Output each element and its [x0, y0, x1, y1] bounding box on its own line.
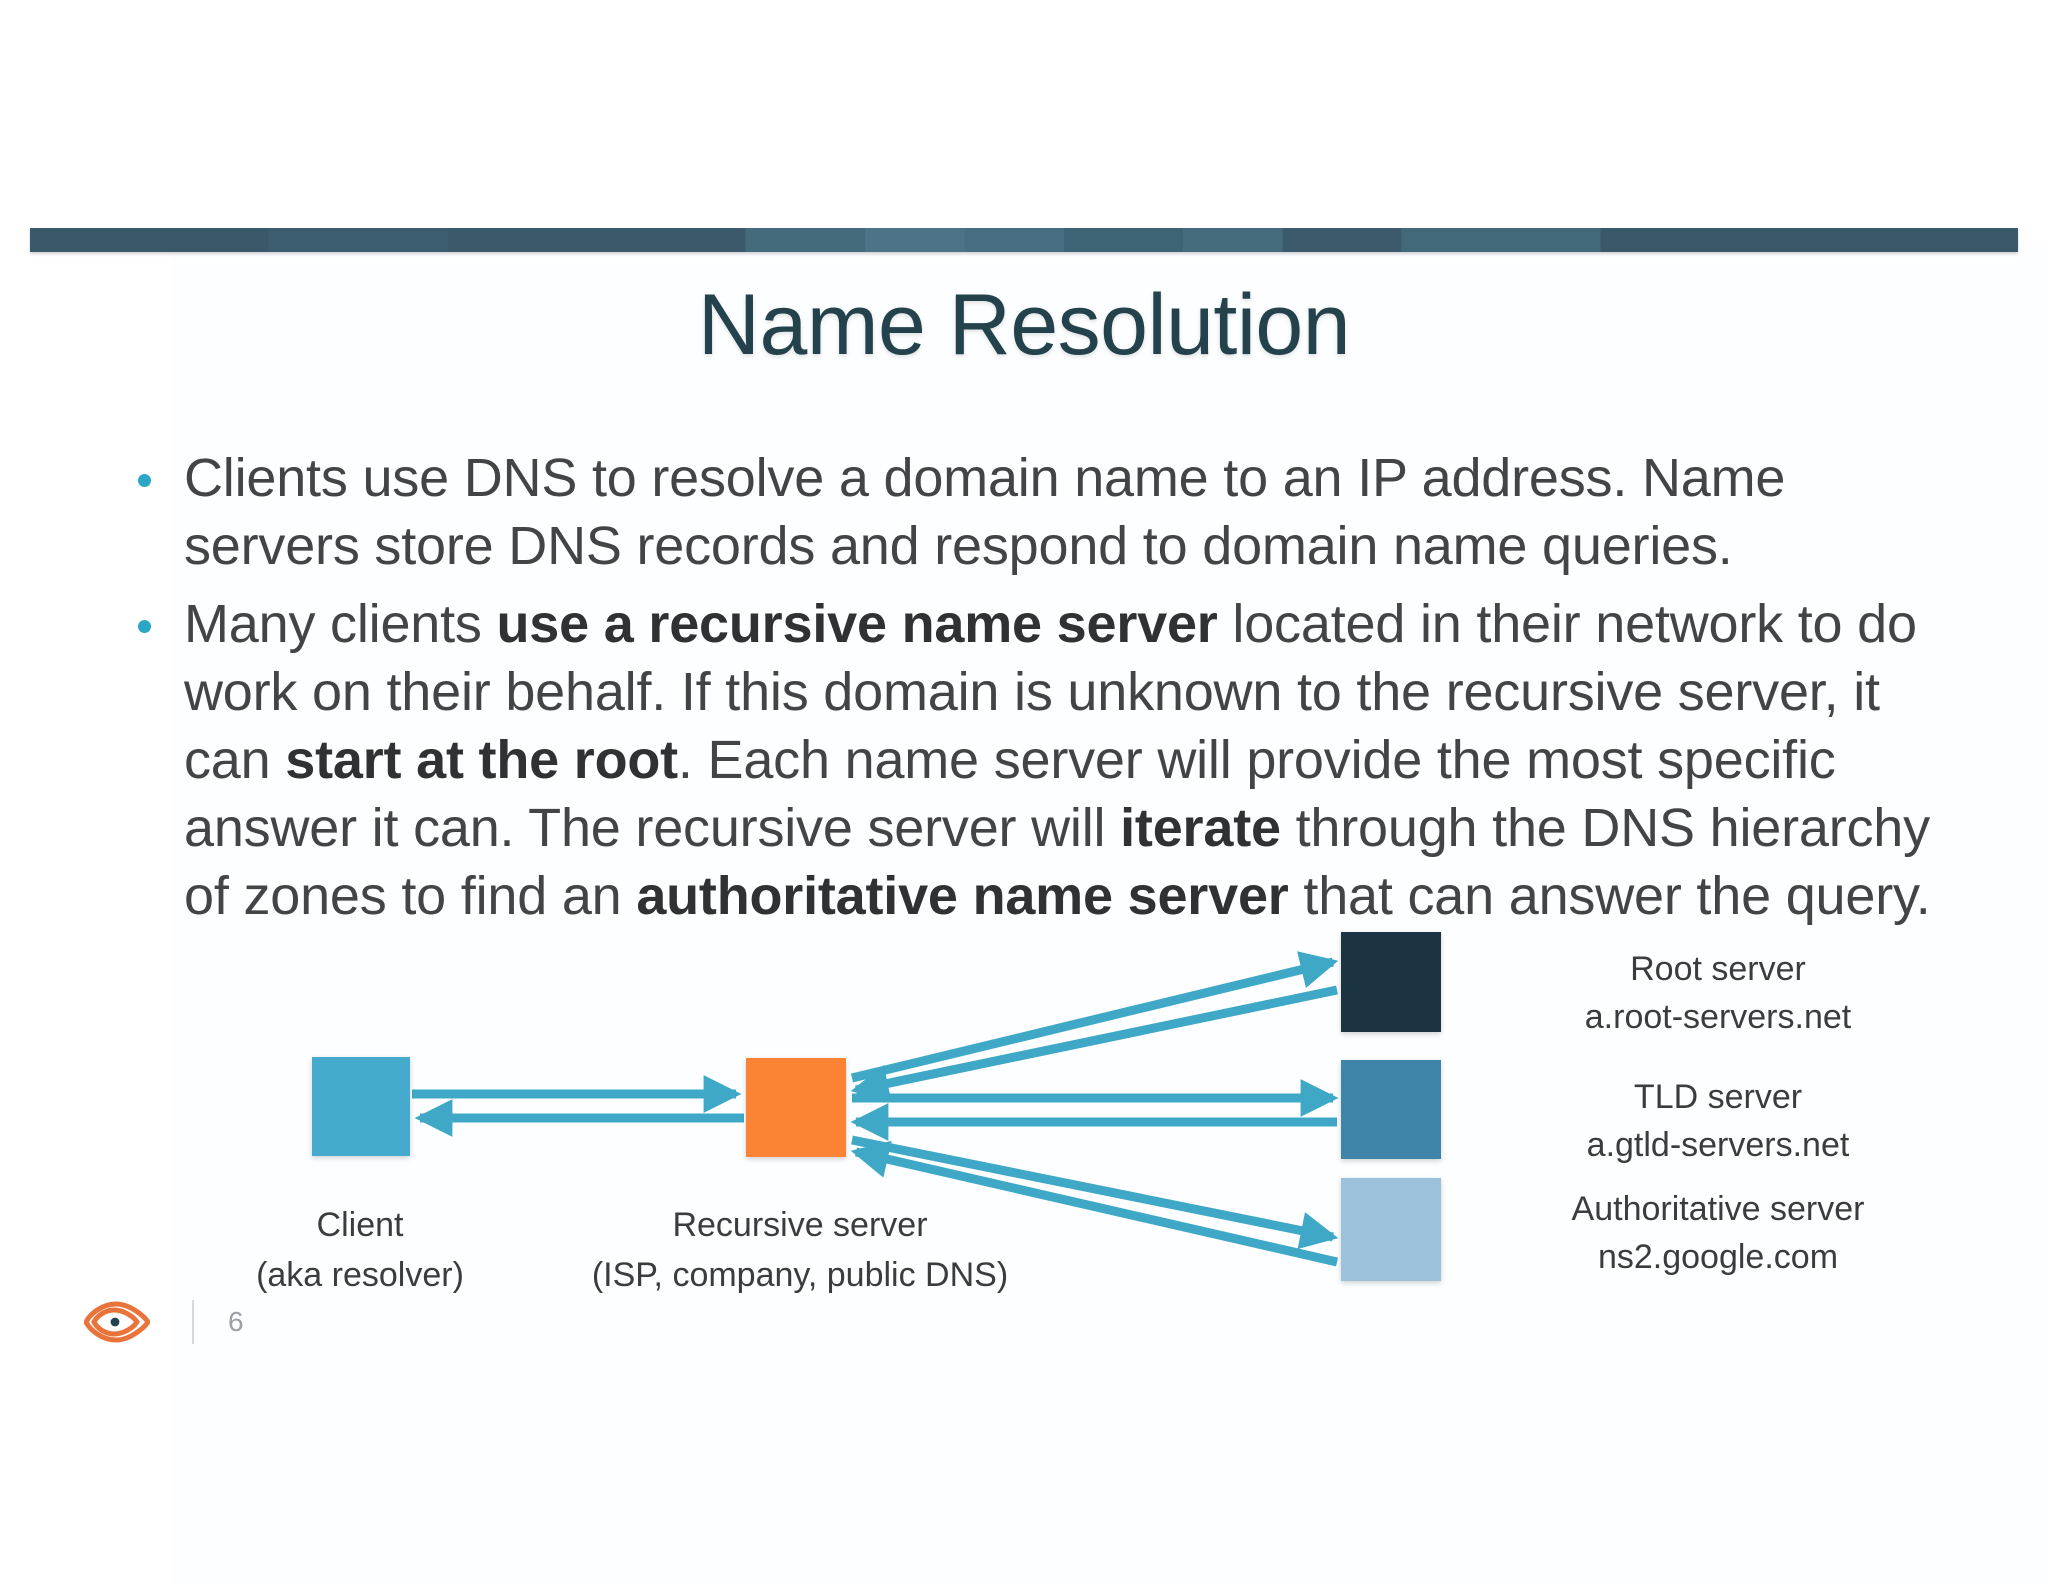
header-accent-bar — [30, 228, 2018, 252]
bullet-2-segment-5: iterate — [1120, 798, 1281, 858]
bullet-2-segment-3: start at the root — [285, 730, 678, 790]
caption-recursive-line2: (ISP, company, public DNS) — [591, 1256, 1009, 1294]
caption-tld-line2: a.gtld-servers.net — [1586, 1126, 1850, 1164]
bullet-text-2: Many clients use a recursive name server… — [184, 590, 1938, 930]
list-item: Clients use DNS to resolve a domain name… — [138, 444, 1938, 580]
caption-auth-line1: Authoritative server — [1571, 1190, 1865, 1228]
caption-recursive-server: Recursive server (ISP, company, public D… — [565, 1200, 1035, 1300]
footer-divider — [192, 1300, 194, 1344]
caption-recursive-line1: Recursive server — [672, 1206, 928, 1244]
caption-client: Client (aka resolver) — [190, 1200, 530, 1300]
slide-footer: 6 — [84, 1300, 244, 1344]
bullet-text-1: Clients use DNS to resolve a domain name… — [184, 444, 1938, 580]
caption-tld-line1: TLD server — [1633, 1078, 1803, 1116]
caption-root-line2: a.root-servers.net — [1584, 998, 1852, 1036]
bullet-2-segment-8: that can answer the query. — [1288, 866, 1931, 926]
caption-root-line1: Root server — [1630, 950, 1806, 988]
node-box-tld-server — [1341, 1060, 1441, 1159]
caption-auth-line2: ns2.google.com — [1597, 1238, 1839, 1276]
bullet-marker-icon — [138, 590, 184, 636]
node-box-authoritative-server — [1341, 1178, 1441, 1281]
content-panel — [170, 246, 2048, 1582]
page-number: 6 — [228, 1306, 244, 1337]
bullet-2-segment-2: located in their network to do work on t… — [184, 594, 1917, 790]
caption-root-server: Root server a.root-servers.net — [1463, 945, 1973, 1041]
bullet-2-segment-4: . Each name server will provide the most… — [184, 730, 1836, 858]
bullet-list: Clients use DNS to resolve a domain name… — [138, 444, 1938, 940]
bullet-1-segment-0: Clients use DNS to resolve a domain name… — [184, 448, 1786, 576]
bullet-marker-icon — [138, 444, 184, 490]
caption-client-line2: (aka resolver) — [256, 1256, 464, 1294]
node-box-recursive-server — [746, 1058, 846, 1157]
eye-logo-icon — [84, 1300, 150, 1344]
caption-authoritative-server: Authoritative server ns2.google.com — [1463, 1185, 1973, 1281]
bullet-2-segment-0: Many clients — [184, 594, 497, 654]
list-item: Many clients use a recursive name server… — [138, 590, 1938, 930]
page-title: Name Resolution — [697, 277, 1351, 373]
bullet-2-segment-6: through the DNS hierarchy of zones to fi… — [184, 798, 1930, 926]
caption-client-line1: Client — [316, 1206, 404, 1244]
node-box-client — [312, 1057, 410, 1156]
node-box-root-server — [1341, 932, 1441, 1032]
caption-tld-server: TLD server a.gtld-servers.net — [1463, 1073, 1973, 1169]
bullet-2-segment-1: use a recursive name server — [496, 594, 1218, 654]
bullet-2-segment-7: authoritative name server — [636, 866, 1289, 926]
